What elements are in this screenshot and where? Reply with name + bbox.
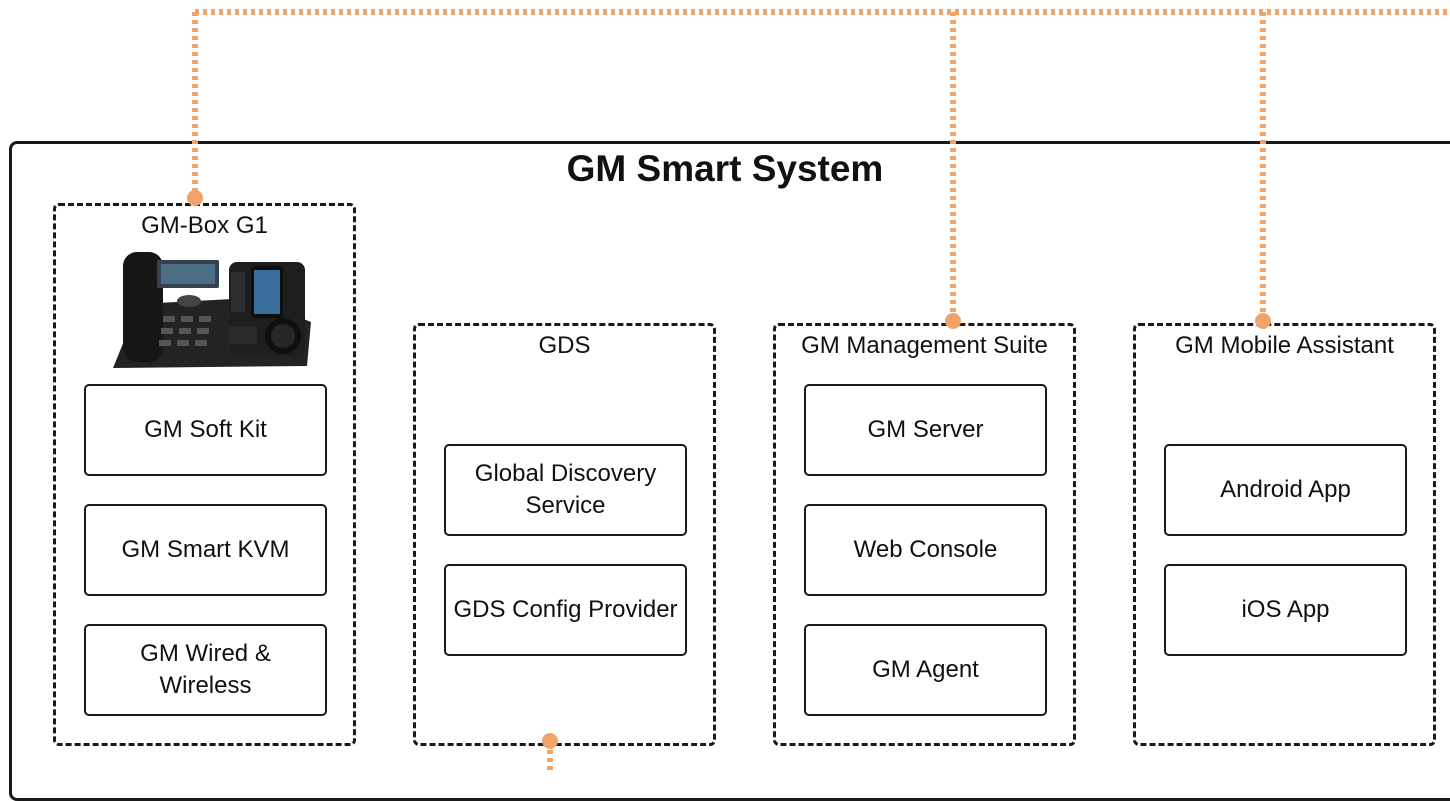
group-gm-box-g1: GM-Box G1 GM Soft Kit GM Smart KVM GM Wi… <box>53 203 356 746</box>
module-gm-smart-kvm: GM Smart KVM <box>84 504 327 596</box>
module-gm-wired-wireless: GM Wired & Wireless <box>84 624 327 716</box>
group-gm-management-suite: GM Management Suite GM Server Web Consol… <box>773 323 1076 746</box>
module-global-discovery-service: Global Discovery Service <box>444 444 687 536</box>
module-gds-config-provider: GDS Config Provider <box>444 564 687 656</box>
group-label: GM Management Suite <box>801 332 1048 359</box>
module-gm-soft-kit: GM Soft Kit <box>84 384 327 476</box>
group-label: GDS <box>538 332 591 359</box>
module-web-console: Web Console <box>804 504 1047 596</box>
module-ios-app: iOS App <box>1164 564 1407 656</box>
group-label: GM-Box G1 <box>141 212 268 239</box>
module-gm-server: GM Server <box>804 384 1047 476</box>
group-gds: GDS Global Discovery Service GDS Config … <box>413 323 716 746</box>
group-gm-mobile-assistant: GM Mobile Assistant Android App iOS App <box>1133 323 1436 746</box>
module-gm-agent: GM Agent <box>804 624 1047 716</box>
system-title: GM Smart System <box>566 148 884 189</box>
module-android-app: Android App <box>1164 444 1407 536</box>
desk-phone-image <box>113 252 311 368</box>
group-label: GM Mobile Assistant <box>1175 332 1394 359</box>
